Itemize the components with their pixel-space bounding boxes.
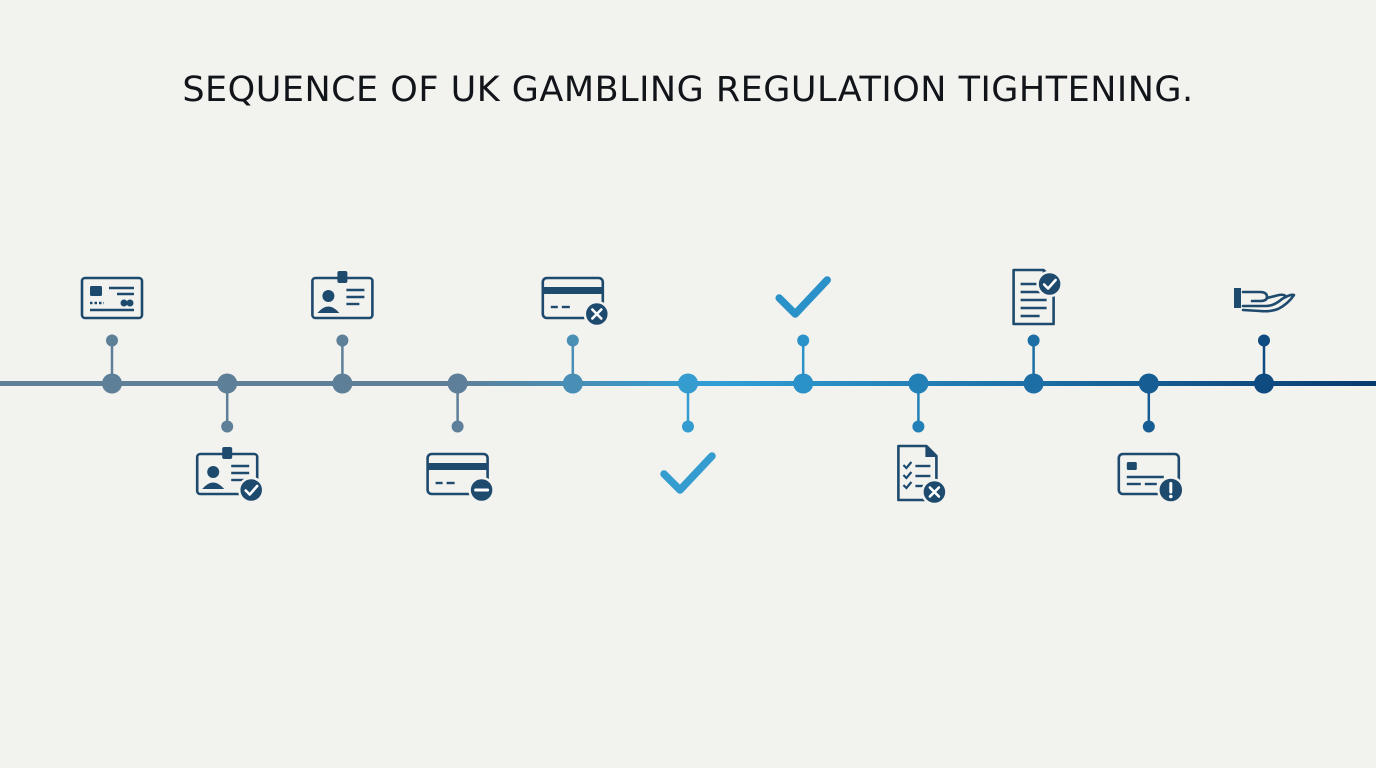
milestone-end-dot — [566, 334, 579, 347]
credit-card-minus-icon — [426, 452, 496, 504]
milestone-node — [908, 373, 929, 394]
milestone — [311, 269, 374, 394]
milestone — [779, 280, 827, 394]
milestone-end-dot — [1258, 334, 1270, 347]
milestone-node — [1254, 373, 1274, 394]
credit-card-alert-icon — [1117, 452, 1185, 504]
milestone-end-dot — [682, 420, 694, 433]
milestone — [80, 276, 144, 394]
milestone-end-dot — [912, 420, 925, 433]
checkmark-icon — [779, 280, 827, 314]
milestones-group — [80, 268, 1296, 506]
milestone-end-dot — [106, 334, 118, 347]
milestone-node — [562, 373, 583, 394]
milestone-node — [217, 373, 238, 394]
id-card-icon — [80, 276, 144, 320]
id-badge-check-icon — [195, 445, 265, 504]
credit-card-x-icon — [541, 276, 611, 328]
milestone — [664, 373, 712, 491]
milestone-node — [447, 373, 468, 394]
milestone-end-dot — [1027, 334, 1040, 347]
milestone — [195, 373, 265, 504]
milestone-end-dot — [336, 334, 349, 347]
id-badge-icon — [311, 269, 374, 320]
milestone-node — [1023, 373, 1044, 394]
milestone-node — [102, 373, 122, 394]
checkmark-icon — [664, 456, 712, 490]
page-title: SEQUENCE OF UK GAMBLING REGULATION TIGHT… — [182, 70, 1194, 110]
document-check-icon — [1012, 268, 1063, 326]
milestone — [897, 373, 948, 506]
milestone-end-dot — [221, 420, 234, 433]
milestone — [541, 276, 611, 394]
milestone — [426, 373, 496, 504]
milestone-end-dot — [797, 334, 810, 347]
milestone-end-dot — [1142, 420, 1155, 433]
hand-offer-icon — [1232, 286, 1296, 313]
milestone — [1232, 286, 1296, 394]
milestone-node — [678, 373, 698, 394]
milestone-node — [332, 373, 353, 394]
milestone-node — [1138, 373, 1159, 394]
milestone — [1117, 373, 1185, 504]
milestone-node — [793, 373, 814, 394]
milestone — [1012, 268, 1063, 394]
milestone-end-dot — [451, 420, 464, 433]
checklist-document-x-icon — [897, 444, 948, 506]
